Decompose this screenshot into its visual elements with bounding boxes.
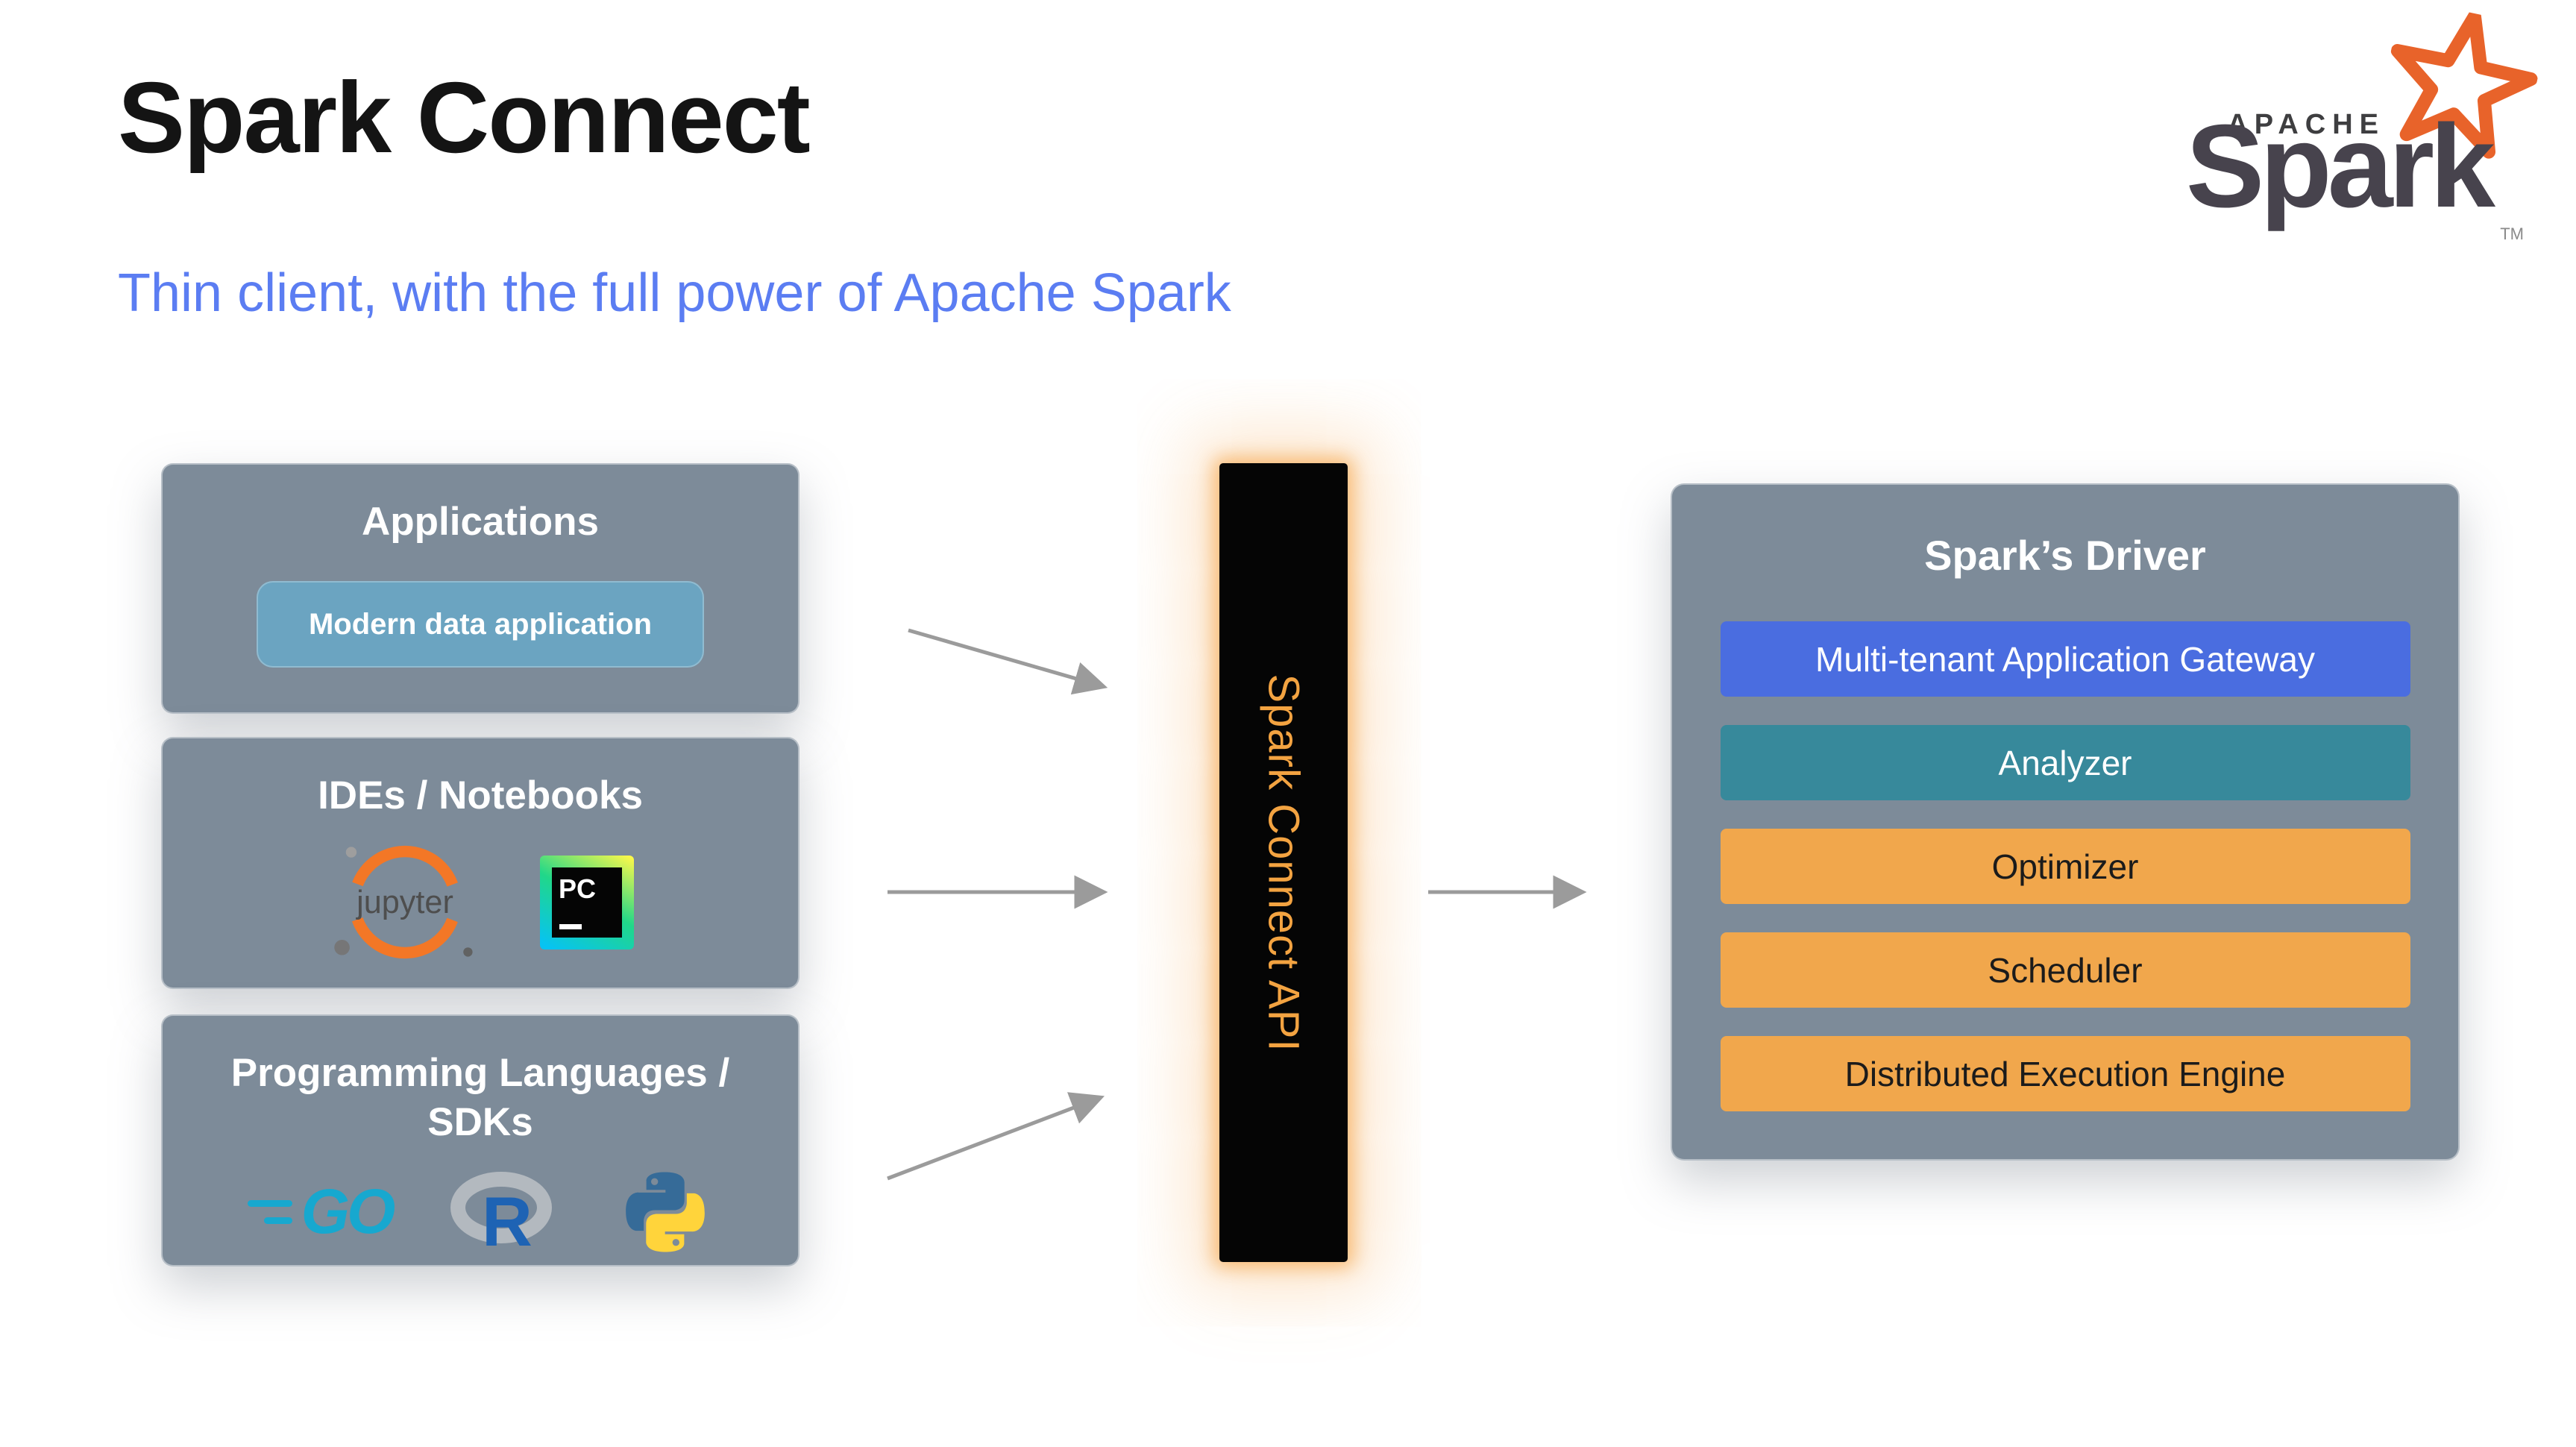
layer-analyzer: Analyzer — [1720, 725, 2410, 800]
spark-wordmark: Spark — [2185, 101, 2495, 232]
modern-data-application-chip: Modern data application — [257, 581, 704, 668]
apache-wordmark: APACHE — [2227, 109, 2385, 140]
r-language-icon: R — [450, 1172, 553, 1255]
jupyter-label: jupyter — [355, 885, 453, 920]
arrow-languages-to-api — [887, 1092, 1105, 1181]
ides-notebooks-title: IDEs / Notebooks — [318, 773, 643, 817]
pycharm-inner-square: PC — [552, 867, 622, 938]
languages-title: Programming Languages / SDKs — [230, 1051, 730, 1145]
layer-optimizer: Optimizer — [1720, 829, 2410, 904]
spark-star-icon — [2390, 10, 2538, 159]
apache-spark-logo: APACHE Spark TM — [2102, 10, 2538, 247]
python-icon — [626, 1171, 706, 1252]
page-subtitle: Thin client, with the full power of Apac… — [118, 263, 1231, 323]
driver-layers: Multi-tenant Application Gateway Analyze… — [1672, 621, 2458, 1111]
layer-scheduler: Scheduler — [1720, 932, 2410, 1008]
trademark-label: TM — [2500, 225, 2524, 243]
golang-speed-lines — [247, 1199, 292, 1224]
arrow-applications-to-api — [908, 628, 1108, 695]
languages-logos-row: GO R — [163, 1164, 798, 1260]
pycharm-icon: PC — [540, 855, 634, 950]
spark-driver-panel: Spark’s Driver Multi-tenant Application … — [1671, 483, 2460, 1161]
ides-notebooks-panel: IDEs / Notebooks jupyter PC — [161, 737, 799, 989]
spark-driver-title: Spark’s Driver — [1924, 532, 2206, 579]
layer-application-gateway: Multi-tenant Application Gateway — [1720, 621, 2410, 697]
page-title: Spark Connect — [118, 61, 811, 174]
applications-panel: Applications Modern data application — [161, 463, 799, 714]
golang-label: GO — [301, 1176, 396, 1246]
r-label: R — [482, 1182, 533, 1255]
pycharm-underscore — [559, 923, 582, 929]
ides-logos-row: jupyter PC — [163, 837, 798, 967]
spark-connect-api-label: Spark Connect API — [1259, 673, 1308, 1052]
layer-distributed-execution-engine: Distributed Execution Engine — [1720, 1036, 2410, 1111]
jupyter-icon: jupyter — [334, 846, 473, 959]
golang-icon: GO — [247, 1176, 396, 1248]
spark-connect-api-bar: Spark Connect API — [1219, 463, 1348, 1262]
applications-title: Applications — [361, 500, 600, 544]
pycharm-label: PC — [559, 873, 597, 904]
languages-panel: Programming Languages / SDKs GO R — [161, 1014, 799, 1266]
